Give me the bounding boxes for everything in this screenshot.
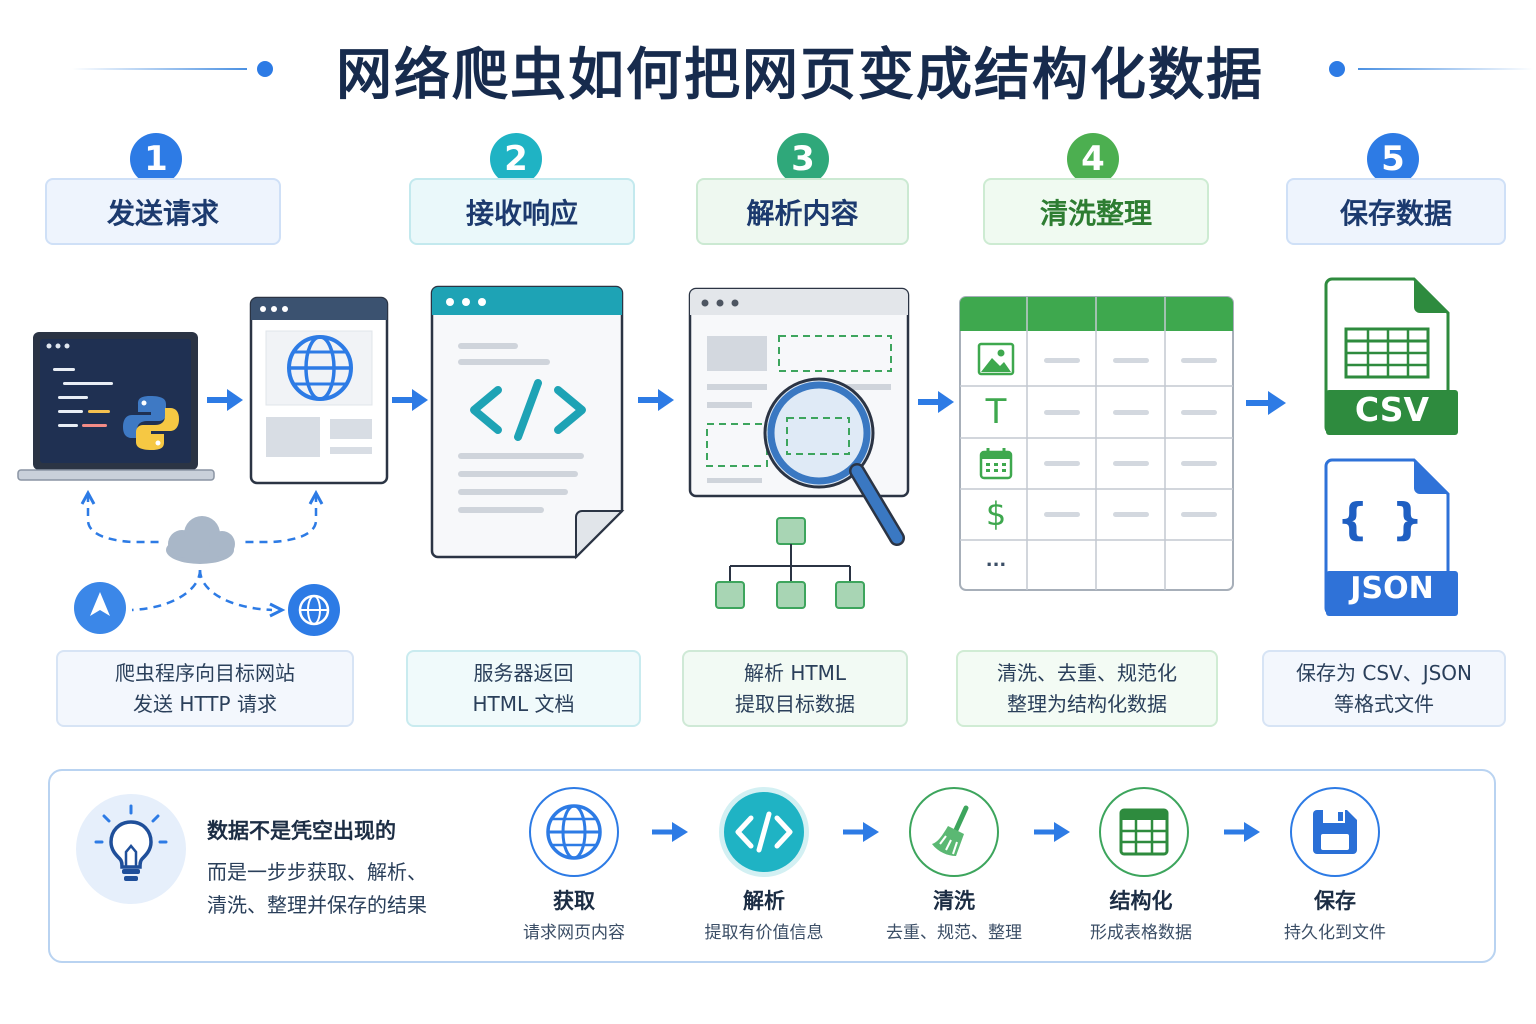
- python-logo-icon: [120, 392, 182, 454]
- step-5-desc-line2: 等格式文件: [1334, 691, 1434, 716]
- flow-parse-circle: [719, 787, 809, 877]
- csv-file-illustration: [1324, 277, 1460, 439]
- more-icon: ...: [985, 550, 1007, 571]
- step-5-desc-line1: 保存为 CSV、JSON: [1296, 660, 1472, 685]
- broom-icon: [932, 805, 969, 856]
- structured-table-illustration: [959, 296, 1236, 593]
- arrow-right-icon: [1244, 388, 1288, 418]
- summary-heading: 数据不是凭空出现的: [207, 819, 396, 843]
- flow-fetch-title: 获取: [553, 889, 595, 913]
- flow-save-circle: [1290, 787, 1380, 877]
- globe-icon: [546, 804, 602, 860]
- step-2-label: 接收响应: [409, 178, 635, 245]
- arrow-right-icon: [636, 386, 676, 414]
- step-4-desc-line2: 整理为结构化数据: [1007, 691, 1167, 716]
- step-3-number: 3: [777, 133, 829, 185]
- step-2-desc-line1: 服务器返回: [473, 660, 574, 685]
- flow-clean-subtitle: 去重、规范、整理: [886, 923, 1022, 943]
- step-4-label: 清洗整理: [983, 178, 1209, 245]
- title-decor-dot-right: [1329, 61, 1345, 77]
- flow-fetch-subtitle: 请求网页内容: [523, 923, 625, 943]
- step-5-description: 保存为 CSV、JSON 等格式文件: [1262, 650, 1506, 727]
- cloud-icon: [166, 516, 235, 564]
- title-decor-line-left: [72, 68, 247, 70]
- step-1-desc-line2: 发送 HTTP 请求: [133, 691, 277, 716]
- step-1-number: 1: [130, 133, 182, 185]
- image-icon: [977, 342, 1015, 376]
- arrow-right-icon: [916, 388, 956, 416]
- globe-small-icon: [288, 584, 340, 636]
- arrow-right-icon: [390, 386, 430, 414]
- step-2-desc-line2: HTML 文档: [472, 691, 575, 716]
- step-1-desc-line1: 爬虫程序向目标网站: [115, 660, 295, 685]
- arrow-right-icon: [205, 386, 245, 414]
- step-4-number: 4: [1067, 133, 1119, 185]
- arrow-right-icon: [1222, 819, 1262, 845]
- json-file-illustration: [1324, 458, 1460, 620]
- step-1-description: 爬虫程序向目标网站 发送 HTTP 请求: [56, 650, 354, 727]
- step-5-number: 5: [1367, 133, 1419, 185]
- step-3-description: 解析 HTML 提取目标数据: [682, 650, 908, 727]
- send-icon: [74, 582, 126, 634]
- magnifier-icon: [763, 377, 905, 546]
- flow-structure-title: 结构化: [1109, 889, 1173, 913]
- flow-save-title: 保存: [1314, 889, 1356, 913]
- parse-window-illustration: [688, 287, 914, 613]
- save-icon: [1313, 810, 1357, 854]
- json-braces-icon: { }: [1337, 494, 1427, 545]
- arrow-right-icon: [650, 819, 690, 845]
- flow-parse-title: 解析: [743, 889, 785, 913]
- summary-text-line2: 而是一步步获取、解析、: [207, 860, 427, 884]
- laptop-illustration: [17, 330, 215, 482]
- html-document-illustration: [430, 285, 625, 560]
- step-2-number: 2: [490, 133, 542, 185]
- flow-save-subtitle: 持久化到文件: [1284, 923, 1386, 943]
- step-2-description: 服务器返回 HTML 文档: [406, 650, 641, 727]
- code-icon: [735, 811, 793, 853]
- flow-clean-circle: [909, 787, 999, 877]
- json-label: JSON: [1350, 571, 1434, 606]
- step-4-description: 清洗、去重、规范化 整理为结构化数据: [956, 650, 1218, 727]
- flow-parse-subtitle: 提取有价值信息: [704, 923, 824, 943]
- calendar-icon: [979, 448, 1013, 480]
- flow-structure-circle: [1099, 787, 1189, 877]
- flow-clean-title: 清洗: [933, 889, 975, 913]
- table-icon: [1119, 808, 1169, 856]
- csv-label: CSV: [1354, 390, 1430, 429]
- step-3-label: 解析内容: [696, 178, 909, 245]
- page-title: 网络爬虫如何把网页变成结构化数据: [336, 43, 1264, 108]
- summary-text-line3: 清洗、整理并保存的结果: [207, 893, 427, 917]
- flow-fetch-circle: [529, 787, 619, 877]
- arrow-right-icon: [1032, 819, 1072, 845]
- dollar-icon: $: [985, 495, 1007, 533]
- step-1-label: 发送请求: [45, 178, 281, 245]
- step-3-desc-line1: 解析 HTML: [743, 660, 846, 685]
- title-decor-line-right: [1358, 68, 1533, 70]
- text-type-icon: T: [985, 392, 1007, 432]
- network-diagram: [72, 489, 352, 640]
- browser-window-illustration: [249, 296, 390, 485]
- step-4-desc-line1: 清洗、去重、规范化: [997, 660, 1177, 685]
- step-3-desc-line2: 提取目标数据: [735, 691, 855, 716]
- title-decor-dot-left: [257, 61, 273, 77]
- flow-structure-subtitle: 形成表格数据: [1090, 923, 1192, 943]
- lightbulb-icon: [76, 794, 186, 904]
- dom-tree-icon: [715, 517, 865, 609]
- step-5-label: 保存数据: [1286, 178, 1506, 245]
- arrow-right-icon: [841, 819, 881, 845]
